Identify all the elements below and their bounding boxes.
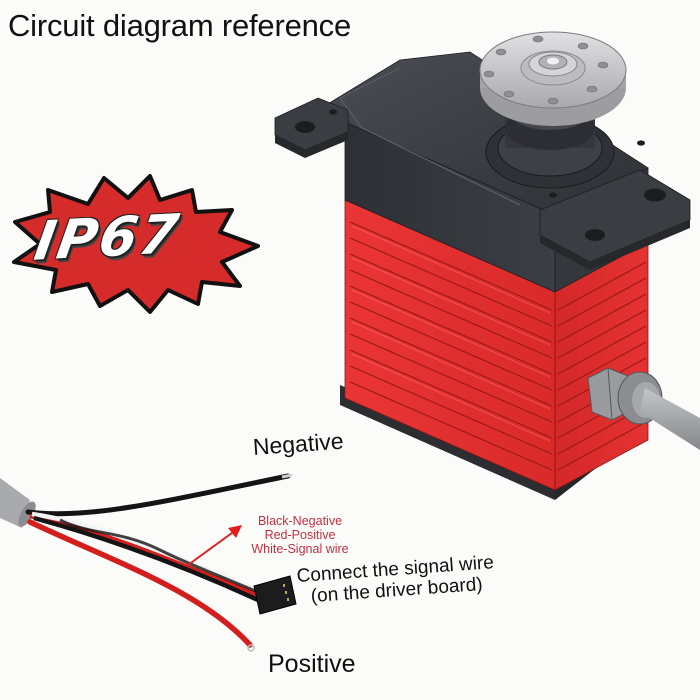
servo-body — [274, 31, 700, 500]
cooling-fins — [349, 221, 553, 471]
legend-line-black: Black-Negative — [257, 514, 343, 528]
legend-line-white: White-Signal wire — [251, 542, 349, 556]
wire-color-legend: Black-Negative Red-Positive White-Signal… — [238, 514, 362, 556]
legend-line-red: Red-Positive — [264, 528, 336, 542]
wire-harness — [0, 473, 297, 652]
ip67-badge-text: IP67 — [30, 202, 185, 273]
servo-cable — [640, 388, 700, 450]
dupont-connector — [253, 575, 297, 615]
positive-label: Positive — [268, 650, 356, 678]
servo-horn — [479, 31, 627, 126]
page-title: Circuit diagram reference — [8, 8, 352, 43]
ip67-badge — [12, 174, 260, 314]
legend-arrow — [187, 525, 242, 566]
